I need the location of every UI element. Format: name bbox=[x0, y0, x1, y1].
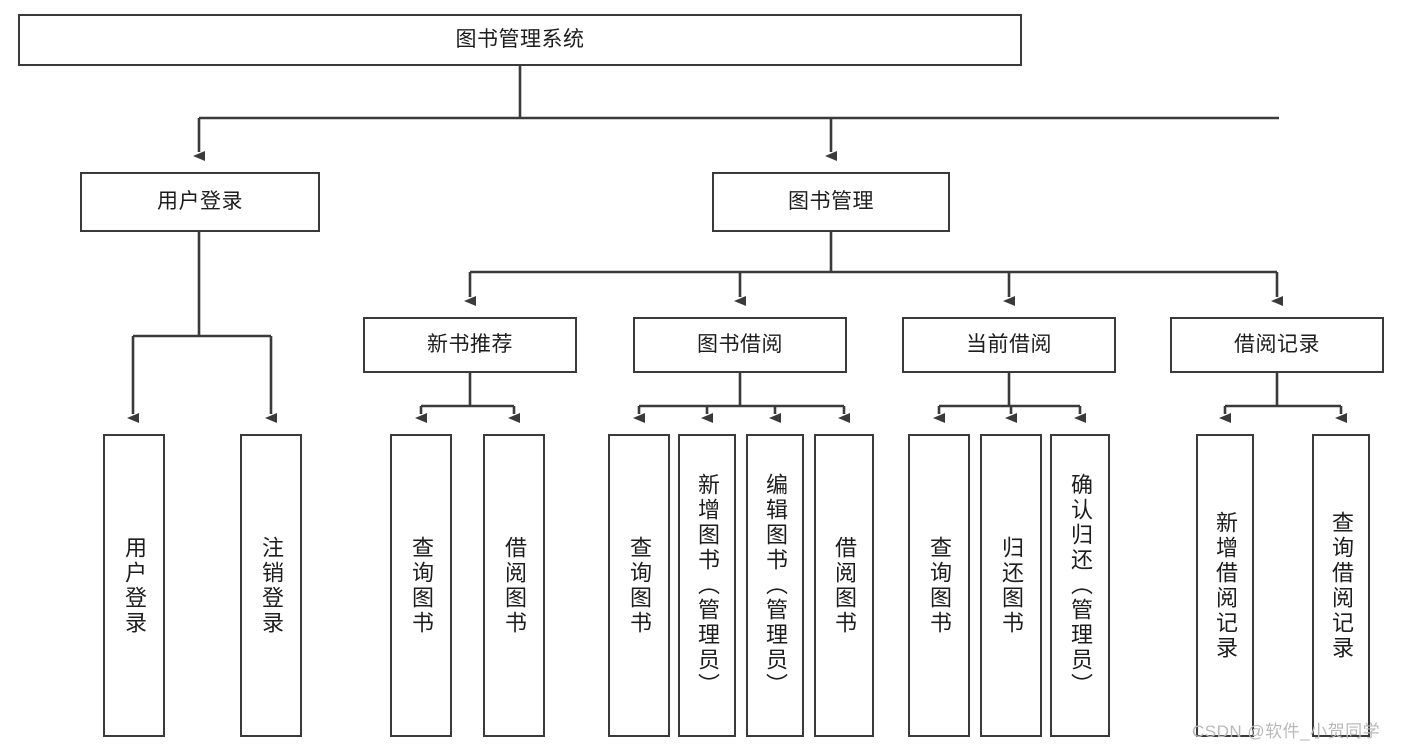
node-current-borrow-label: 当前借阅 bbox=[966, 332, 1052, 356]
csdn-watermark: CSDN @软件_小贺同学 bbox=[1192, 722, 1381, 741]
leaf-return-book-label: 归还图书 bbox=[998, 535, 1024, 636]
leaf-add-book-admin[interactable]: 新增图书（管理员） bbox=[678, 434, 736, 737]
leaf-query-book-borrow-label: 查询图书 bbox=[626, 535, 652, 636]
leaf-query-book-current[interactable]: 查询图书 bbox=[908, 434, 970, 737]
leaf-borrow-book[interactable]: 借阅图书 bbox=[814, 434, 874, 737]
node-borrow-record[interactable]: 借阅记录 bbox=[1170, 317, 1384, 373]
leaf-borrow-book-recommend-label: 借阅图书 bbox=[501, 535, 527, 636]
node-root-label: 图书管理系统 bbox=[455, 27, 585, 51]
node-new-book-recommend[interactable]: 新书推荐 bbox=[363, 317, 577, 373]
node-book-management[interactable]: 图书管理 bbox=[712, 172, 950, 232]
leaf-user-login-label: 用户登录 bbox=[121, 535, 147, 636]
leaf-edit-book-admin-label: 编辑图书（管理员） bbox=[762, 473, 788, 698]
leaf-query-book-current-label: 查询图书 bbox=[926, 535, 952, 636]
leaf-add-borrow-record-label: 新增借阅记录 bbox=[1212, 510, 1238, 661]
leaf-logout[interactable]: 注销登录 bbox=[240, 434, 302, 737]
node-user-login-label: 用户登录 bbox=[157, 189, 243, 213]
node-user-login[interactable]: 用户登录 bbox=[80, 172, 320, 232]
leaf-user-login[interactable]: 用户登录 bbox=[103, 434, 165, 737]
node-book-management-label: 图书管理 bbox=[788, 189, 874, 213]
node-book-borrow-label: 图书借阅 bbox=[697, 332, 783, 356]
leaf-edit-book-admin[interactable]: 编辑图书（管理员） bbox=[746, 434, 804, 737]
leaf-query-book-borrow[interactable]: 查询图书 bbox=[608, 434, 670, 737]
node-book-borrow[interactable]: 图书借阅 bbox=[633, 317, 847, 373]
leaf-query-borrow-record[interactable]: 查询借阅记录 bbox=[1312, 434, 1370, 737]
node-current-borrow[interactable]: 当前借阅 bbox=[902, 317, 1116, 373]
leaf-confirm-return-admin-label: 确认归还（管理员） bbox=[1067, 473, 1093, 698]
node-borrow-record-label: 借阅记录 bbox=[1234, 332, 1320, 356]
node-new-book-recommend-label: 新书推荐 bbox=[427, 332, 513, 356]
leaf-query-borrow-record-label: 查询借阅记录 bbox=[1328, 510, 1354, 661]
leaf-query-book-recommend[interactable]: 查询图书 bbox=[390, 434, 452, 737]
leaf-confirm-return-admin[interactable]: 确认归还（管理员） bbox=[1050, 434, 1110, 737]
leaf-logout-label: 注销登录 bbox=[258, 535, 284, 636]
leaf-borrow-book-label: 借阅图书 bbox=[831, 535, 857, 636]
leaf-add-book-admin-label: 新增图书（管理员） bbox=[694, 473, 720, 698]
node-root[interactable]: 图书管理系统 bbox=[18, 14, 1022, 66]
leaf-add-borrow-record[interactable]: 新增借阅记录 bbox=[1196, 434, 1254, 737]
leaf-query-book-recommend-label: 查询图书 bbox=[408, 535, 434, 636]
leaf-return-book[interactable]: 归还图书 bbox=[980, 434, 1042, 737]
leaf-borrow-book-recommend[interactable]: 借阅图书 bbox=[483, 434, 545, 737]
